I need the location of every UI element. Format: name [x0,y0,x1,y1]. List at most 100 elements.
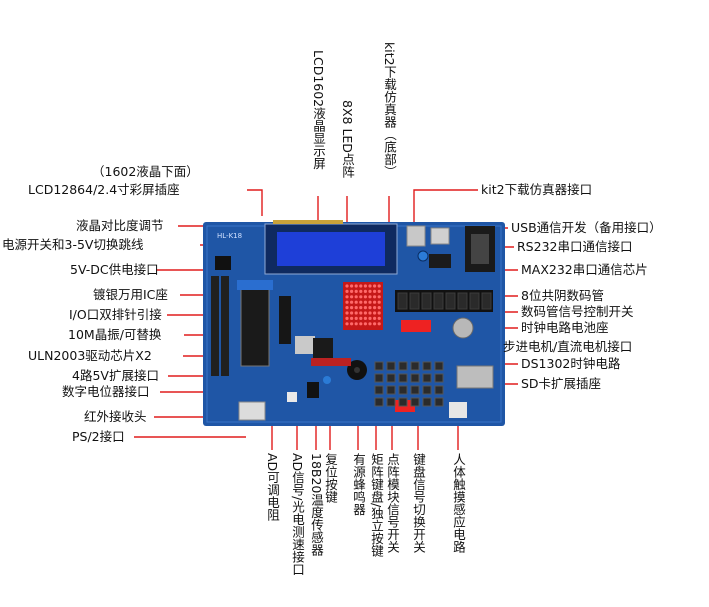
dc-jack [215,256,231,270]
matrix-led [377,289,381,293]
key-button [386,397,396,407]
key-button [398,385,408,395]
label-seg-switch: 数码管信号控制开关 [521,304,634,319]
usb-port-2 [430,227,450,245]
label-lcd12864: LCD12864/2.4寸彩屏插座 [28,182,180,197]
key-button [374,397,384,407]
key-button [386,361,396,371]
label-ad-pot: AD可调电阻 [265,453,280,522]
key-button [374,361,384,371]
seg-digit [445,292,456,310]
matrix-led [363,284,367,288]
matrix-led [345,295,349,299]
key-button [434,373,444,383]
ps2-port [238,401,266,421]
matrix-led [345,306,349,310]
label-contrast: 液晶对比度调节 [76,218,164,233]
matrix-led [359,295,363,299]
matrix-led [373,316,377,320]
label-max232: MAX232串口通信芯片 [521,262,648,277]
matrix-led [363,289,367,293]
label-ir-receiver: 红外接收头 [84,409,147,424]
key-button [422,385,432,395]
matrix-led [368,300,372,304]
matrix-led [377,311,381,315]
key-button [398,373,408,383]
matrix-led [373,284,377,288]
matrix-led [350,300,354,304]
matrix-led [363,300,367,304]
label-dac-expand: 4路5V扩展接口 [72,368,159,383]
uln2003-chip [313,338,333,358]
label-lcd12864-sub: （1602液晶下面） [92,164,199,179]
label-seg8: 8位共阴数码管 [521,288,604,303]
io-header-left [211,276,219,376]
matrix-led [354,322,358,326]
label-dc-jack: 5V-DC供电接口 [70,262,159,277]
seg-digit [421,292,432,310]
key-button [410,373,420,383]
label-ds18b20: 18B20温度传感器 [309,453,324,556]
matrix-led [359,284,363,288]
key-button [386,385,396,395]
matrix-led [373,306,377,310]
matrix-led [345,284,349,288]
matrix-led [373,300,377,304]
board-silkscreen: HL-K18 [217,232,242,240]
usb-port [406,225,426,247]
matrix-led [345,289,349,293]
matrix-led [354,295,358,299]
seg-digit [457,292,468,310]
label-dot-switch: 点阵模块信号开关 [385,453,400,553]
matrix-led [363,322,367,326]
matrix-led [350,316,354,320]
matrix-led [350,306,354,310]
label-power-switch: 电源开关和3-5V切换跳线 [2,237,144,252]
key-button [374,385,384,395]
matrix-led [359,289,363,293]
battery-holder [452,317,474,339]
matrix-led [373,311,377,315]
label-buzzer: 有源蜂鸣器 [351,453,366,516]
matrix-led [354,300,358,304]
matrix-led [363,311,367,315]
label-matrix-keys: 矩阵键盘/独立按键 [369,453,384,558]
matrix-led [354,311,358,315]
matrix-led [354,316,358,320]
label-digital-pot: 数字电位器接口 [62,384,150,399]
label-usb: USB通信开发（备用接口） [511,220,662,235]
key-button [434,385,444,395]
label-io-header: I/O口双排针引接 [69,307,162,322]
label-ic-socket: 镀银万用IC座 [93,287,168,302]
label-motor: 步进电机/直流电机接口 [503,339,633,354]
led-matrix [343,282,383,330]
touch-sensor [449,402,467,418]
matrix-led [359,322,363,326]
matrix-led [373,289,377,293]
label-ps2: PS/2接口 [72,429,125,444]
key-button [410,361,420,371]
label-crystal: 10M晶振/可替换 [68,327,162,342]
key-button [398,361,408,371]
lcd1602-screen [277,232,385,266]
matrix-led [354,284,358,288]
matrix-led [345,316,349,320]
matrix-led [377,284,381,288]
matrix-led [345,322,349,326]
label-battery: 时钟电路电池座 [521,320,609,335]
matrix-led [377,306,381,310]
label-key-switch: 键盘信号切换开关 [411,453,426,553]
label-ad-light: AD信号/光电测速接口 [290,453,305,576]
matrix-led [345,300,349,304]
matrix-led [350,295,354,299]
label-pir: 人体触摸感应电路 [451,453,466,553]
matrix-led [373,295,377,299]
key-button [434,397,444,407]
key-button [374,373,384,383]
matrix-led [350,322,354,326]
matrix-led [359,306,363,310]
matrix-led [359,311,363,315]
label-led8x8: 8X8 LED点阵 [340,100,355,178]
matrix-led [354,289,358,293]
seg-digit [397,292,408,310]
